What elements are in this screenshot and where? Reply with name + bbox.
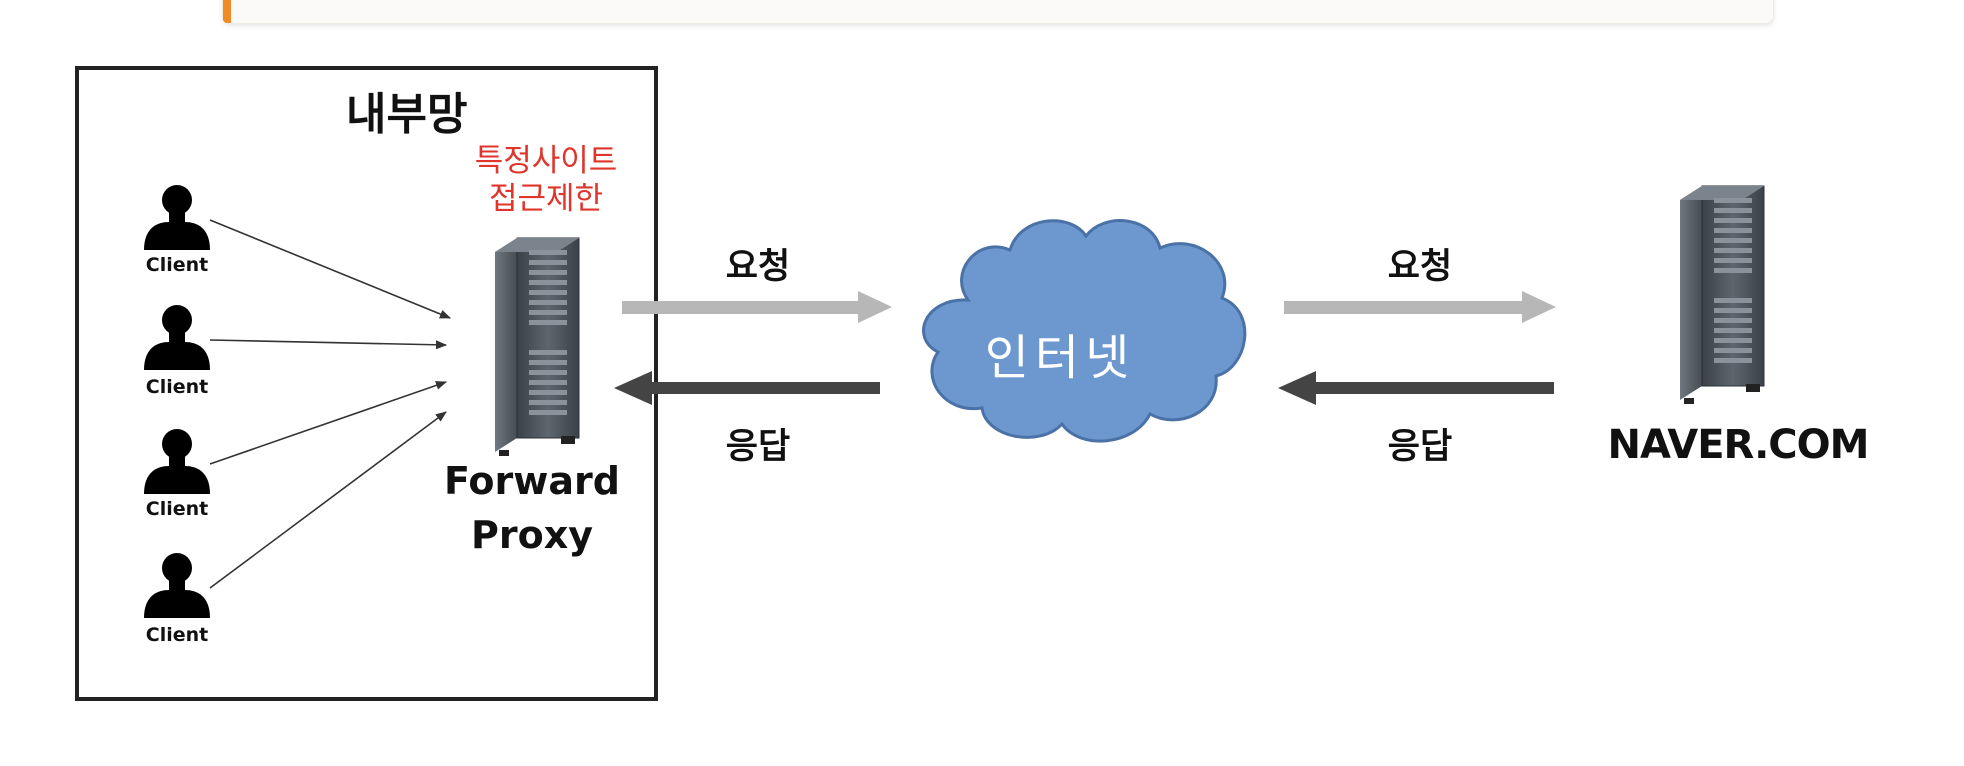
left-response-label: 응답 <box>725 427 791 467</box>
restriction-note: 특정사이트 접근제한 <box>475 142 618 218</box>
client-icon <box>144 429 210 494</box>
proxy-label: Forward Proxy <box>444 454 620 562</box>
client-label: Client <box>145 498 209 520</box>
left-request-label: 요청 <box>725 247 791 287</box>
client-label: Client <box>145 254 209 276</box>
client-label: Client <box>145 624 209 646</box>
client-icon <box>144 553 210 618</box>
left-response-arrow <box>614 371 880 405</box>
left-request-arrow <box>622 291 892 323</box>
proxy-label-line2: Proxy <box>471 513 593 557</box>
right-request-label: 요청 <box>1387 247 1453 287</box>
client-to-proxy-arrow <box>209 381 448 465</box>
proxy-server-icon <box>494 237 580 457</box>
naver-server-icon <box>1679 185 1765 405</box>
restriction-note-line: 특정사이트 <box>474 143 618 179</box>
right-request-arrow <box>1284 291 1556 323</box>
right-response-label: 응답 <box>1387 427 1453 467</box>
client-to-proxy-arrow <box>209 339 448 350</box>
naver-label: NAVER.COM <box>1607 422 1870 468</box>
internet-label: 인터넷 <box>984 330 1136 386</box>
client-icon <box>144 185 210 250</box>
client-label: Client <box>145 376 209 398</box>
proxy-label-line1: Forward <box>444 459 620 503</box>
internal-network-title: 내부망 <box>346 89 468 140</box>
restriction-note-line: 접근제한 <box>488 181 604 217</box>
internet-cloud <box>922 219 1247 443</box>
callout-accent-bar <box>223 0 231 23</box>
right-response-arrow <box>1278 371 1554 405</box>
top-callout-box <box>222 0 1774 24</box>
client-to-proxy-arrow <box>209 219 452 319</box>
client-icon <box>144 305 210 370</box>
client-to-proxy-arrow <box>209 411 447 589</box>
